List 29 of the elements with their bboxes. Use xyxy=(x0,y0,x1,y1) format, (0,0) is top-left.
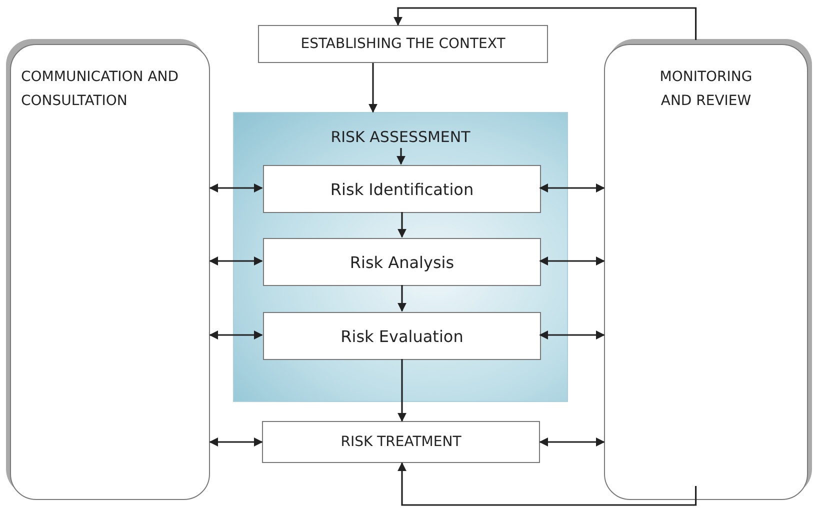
box-label: ESTABLISHING THE CONTEXT xyxy=(300,36,506,52)
process-box xyxy=(263,238,541,286)
box-label: Risk Analysis xyxy=(350,252,454,272)
group-panel xyxy=(233,112,568,402)
process-box xyxy=(263,312,541,360)
arrow xyxy=(209,256,263,266)
arrow xyxy=(398,462,697,506)
arrow xyxy=(398,212,406,238)
arrow xyxy=(368,63,378,113)
arrow xyxy=(539,330,605,340)
box-label: COMMUNICATION AND CONSULTATION xyxy=(21,68,180,111)
box-label: Risk Identification xyxy=(330,180,474,198)
box-label: RISK TREATMENT xyxy=(340,434,462,450)
arrow xyxy=(394,7,697,40)
arrow xyxy=(209,438,263,446)
box-label: Risk Evaluation xyxy=(340,326,464,346)
arrow xyxy=(398,359,406,422)
box-label: MONITORING AND REVIEW xyxy=(658,68,754,111)
arrow xyxy=(539,438,605,446)
process-box xyxy=(262,421,540,463)
arrow xyxy=(539,184,605,192)
process-box xyxy=(263,165,541,213)
arrow xyxy=(539,256,605,266)
group-title: RISK ASSESSMENT xyxy=(330,128,470,146)
arrow xyxy=(398,285,406,312)
process-box xyxy=(258,25,548,63)
arrow xyxy=(396,148,406,165)
arrow xyxy=(209,330,263,340)
arrow xyxy=(209,184,263,192)
